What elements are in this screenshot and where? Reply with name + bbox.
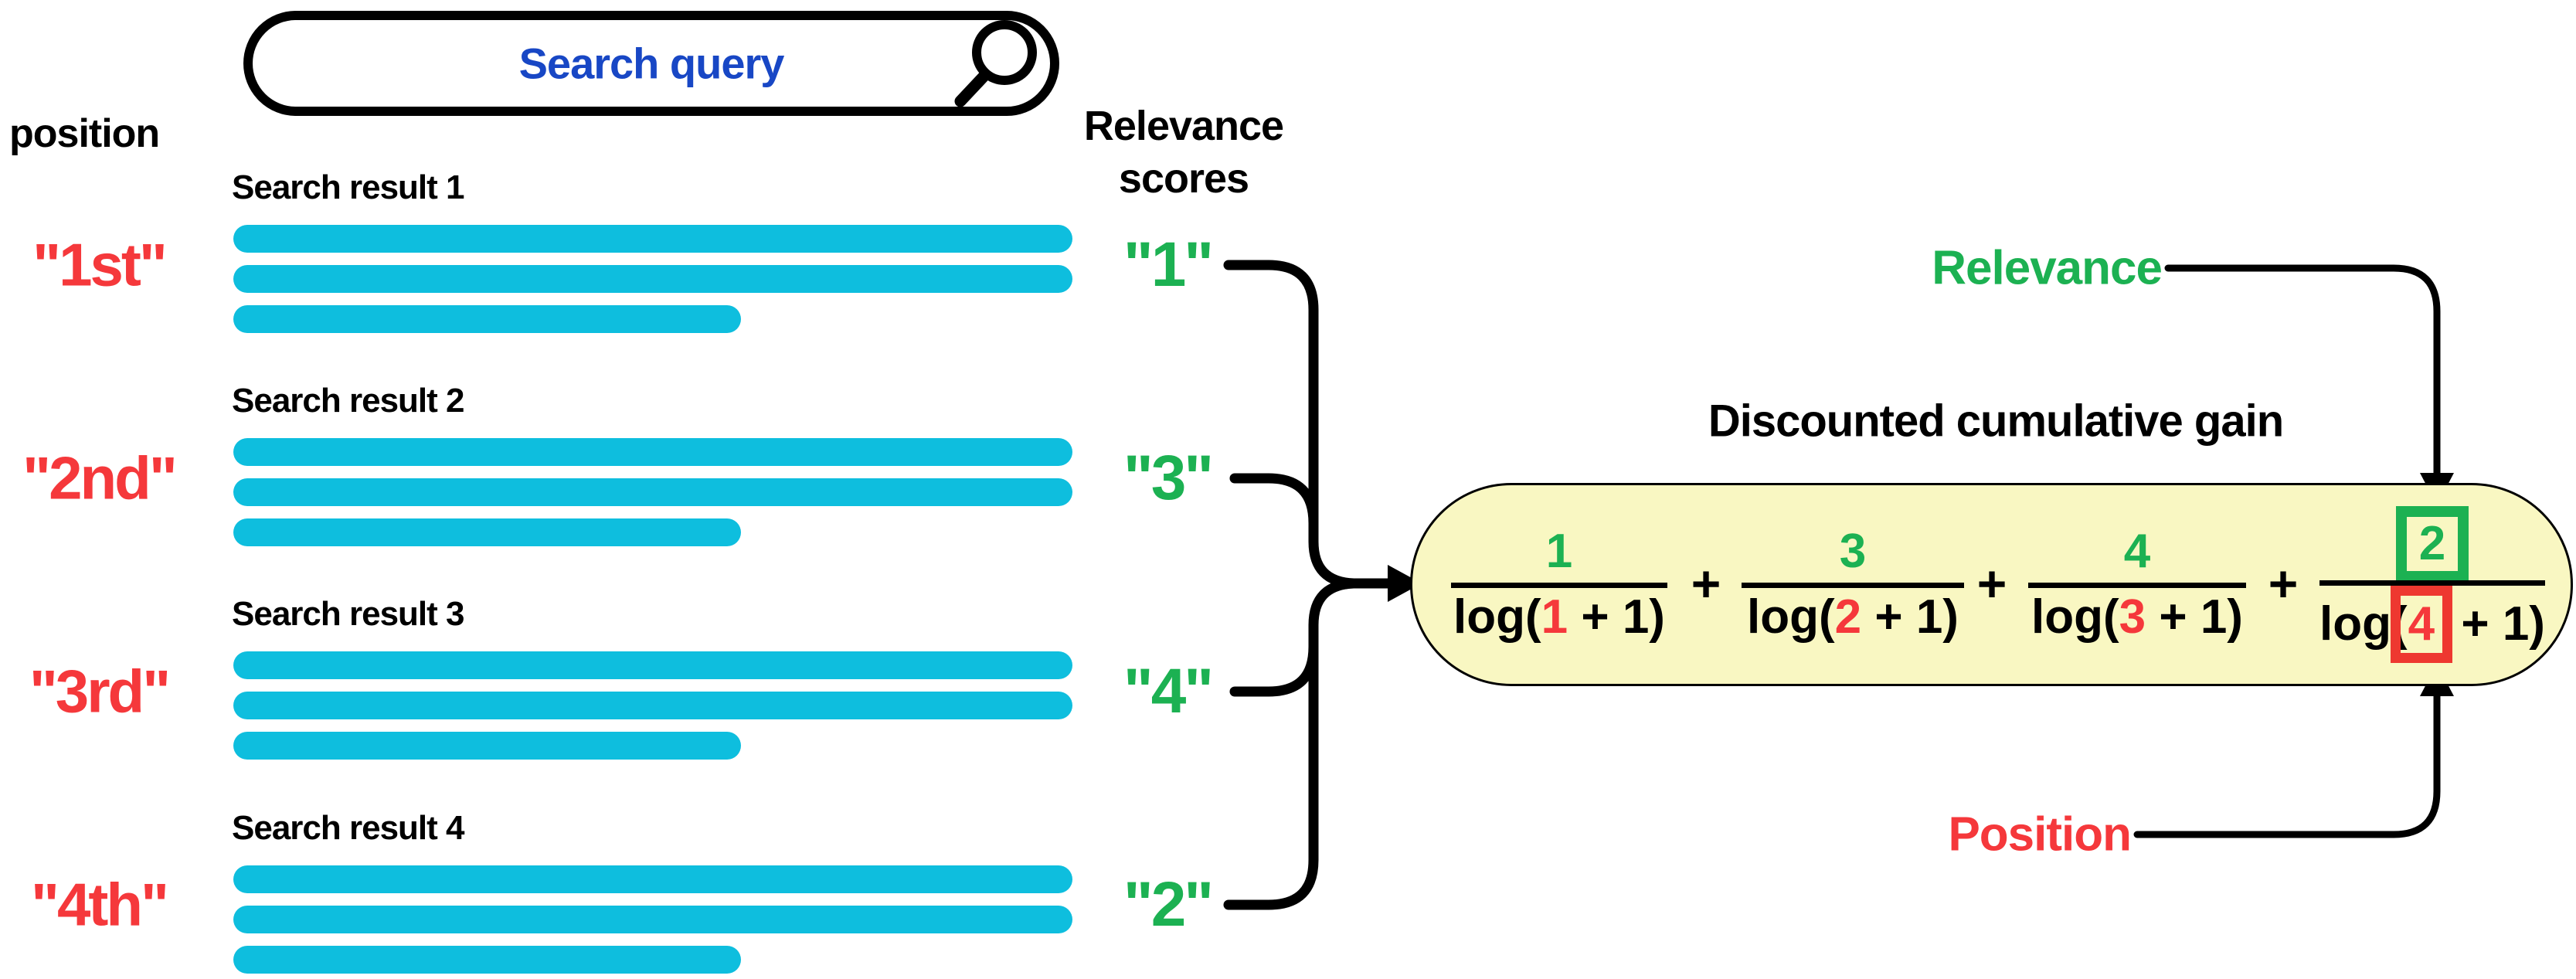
- position-arrow-line: [2133, 690, 2441, 838]
- dcg-term-4: 2 log(4 + 1): [2319, 484, 2545, 684]
- plus-operator: +: [2268, 555, 2299, 612]
- term1-position-value: 1: [1541, 590, 1568, 644]
- result-text-line: [233, 865, 1072, 893]
- term2-position-value: 2: [1834, 590, 1862, 644]
- fraction-bar: [2319, 580, 2545, 586]
- plus-operator: +: [1976, 555, 2007, 612]
- result-text-line: [233, 265, 1072, 293]
- relevance-scores-header-line2: scores: [1118, 155, 1249, 202]
- result-text-line: [233, 946, 741, 974]
- position-column-header: position: [9, 111, 160, 156]
- result-text-line: [233, 518, 741, 546]
- position-annotation-label: Position: [1948, 807, 2132, 862]
- dcg-term-1: 1 log(1 + 1): [1451, 484, 1667, 684]
- dcg-term-2: 3 log(2 + 1): [1742, 484, 1964, 684]
- fraction-bar: [1451, 582, 1667, 588]
- relevance-score-1: "1": [1123, 229, 1214, 300]
- result-text-line: [233, 651, 1072, 679]
- relevance-annotation-label: Relevance: [1932, 241, 2163, 295]
- term1-relevance-value: 1: [1545, 524, 1573, 578]
- term3-position-value: 3: [2119, 590, 2146, 644]
- result-text-line: [233, 906, 1072, 933]
- search-query-text: Search query: [518, 39, 785, 88]
- term4-numerator: 2: [2395, 505, 2469, 582]
- result-title: Search result 2: [232, 382, 464, 420]
- score3-connector-line: [1229, 641, 1319, 697]
- result-text-line: [233, 478, 1072, 506]
- result-title: Search result 1: [232, 168, 464, 206]
- position-label-2: "2nd": [22, 444, 178, 512]
- search-input: [243, 11, 1059, 116]
- result-text-line: [233, 438, 1072, 466]
- relevance-score-3: "4": [1123, 656, 1214, 726]
- term2-relevance-value: 3: [1839, 524, 1867, 578]
- term3-relevance-value: 4: [2123, 524, 2151, 578]
- result-text-line: [233, 732, 741, 760]
- result-text-line: [233, 225, 1072, 253]
- dcg-term-3: 4 log(3 + 1): [2028, 484, 2246, 684]
- result-title: Search result 3: [232, 595, 464, 633]
- dcg-title: Discounted cumulative gain: [1708, 396, 2284, 447]
- relevance-score-2: "3": [1123, 443, 1214, 513]
- result-title: Search result 4: [232, 809, 464, 847]
- result-text-line: [233, 692, 1072, 719]
- term3-denominator: log(3 + 1): [2031, 590, 2243, 644]
- result-text-line: [233, 305, 741, 333]
- search-icon: [954, 20, 1037, 107]
- fraction-bar: [1742, 582, 1964, 588]
- position-label-3: "3rd": [29, 657, 171, 726]
- term1-denominator: log(1 + 1): [1453, 590, 1665, 644]
- score1-connector-line: [1223, 260, 1359, 589]
- term4-denominator: log(4 + 1): [2319, 585, 2545, 663]
- score4-connector-line: [1223, 578, 1359, 910]
- plus-operator: +: [1691, 555, 1721, 612]
- relevance-scores-header-line1: Relevance: [1083, 103, 1284, 149]
- position-highlight-box: 4: [2390, 585, 2453, 663]
- position-label-4: "4th": [31, 870, 169, 939]
- relevance-highlight-box: 2: [2395, 505, 2469, 582]
- score2-connector-line: [1229, 473, 1319, 529]
- fraction-bar: [2028, 582, 2246, 588]
- position-label-1: "1st": [32, 230, 168, 299]
- term2-denominator: log(2 + 1): [1747, 590, 1959, 644]
- relevance-scores-header: Relevance scores: [1083, 100, 1284, 205]
- relevance-score-4: "2": [1123, 869, 1214, 940]
